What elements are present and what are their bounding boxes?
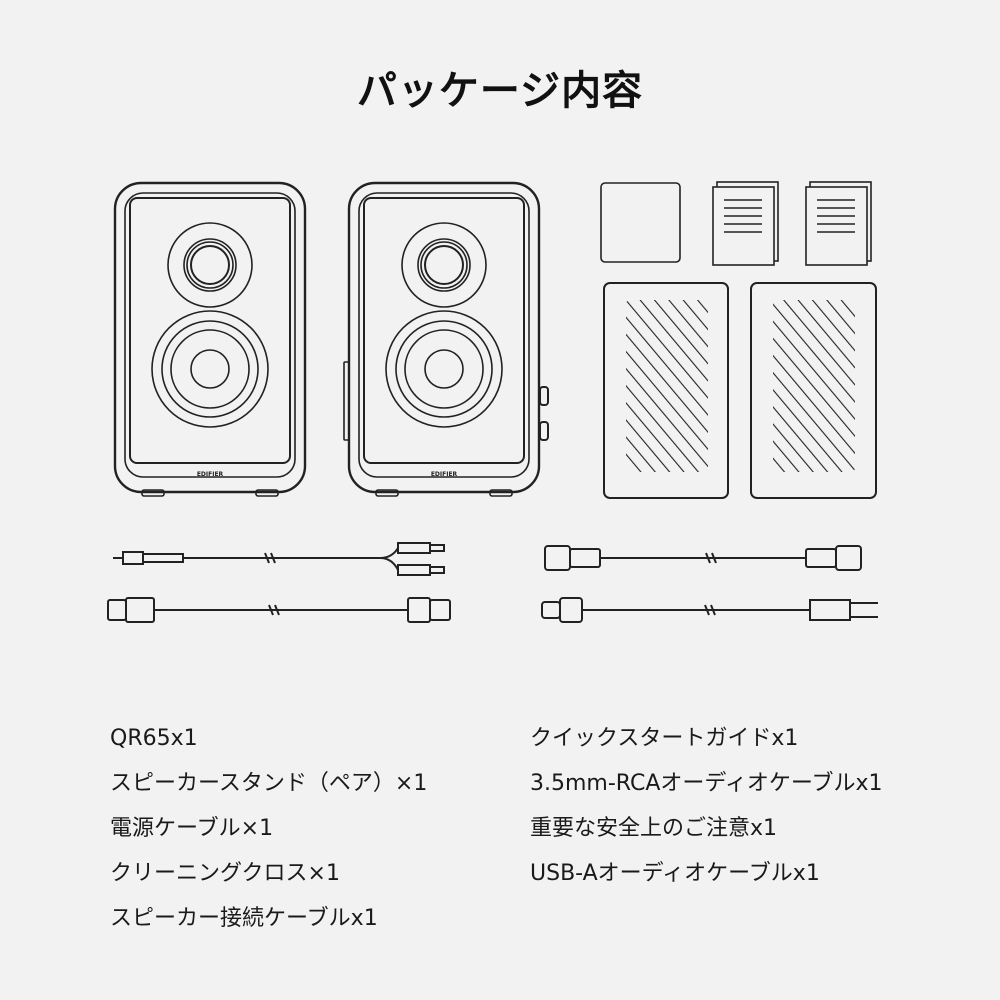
list-item: クリーニングクロス×1 (110, 861, 340, 886)
brand-logo: EDIFIER (197, 471, 224, 478)
list-item: スピーカー接続ケーブルx1 (110, 906, 378, 931)
page-title: パッケージ内容 (356, 68, 644, 114)
list-item: QR65x1 (110, 726, 198, 751)
list-item: 電源ケーブル×1 (110, 816, 274, 841)
brand-logo: EDIFIER (431, 471, 458, 478)
list-item: クイックスタートガイドx1 (530, 726, 799, 751)
contents-list-left: QR65x1 スピーカースタンド（ペア）×1 電源ケーブル×1 クリーニングクロ… (110, 716, 427, 941)
speaker-right: EDIFIER (343, 181, 549, 498)
list-item: スピーカースタンド（ペア）×1 (110, 771, 428, 796)
power-cable (541, 597, 878, 623)
quick-start-guide (712, 181, 779, 266)
speaker-stand-left (603, 282, 729, 499)
list-item: 重要な安全上のご注意x1 (530, 816, 778, 841)
list-item: USB-Aオーディオケーブルx1 (530, 861, 820, 886)
usb-a-cable (107, 597, 451, 623)
contents-list-right: クイックスタートガイドx1 3.5mm-RCAオーディオケーブルx1 重要な安全… (530, 716, 883, 896)
speaker-left: EDIFIER (113, 181, 307, 498)
list-item: 3.5mm-RCAオーディオケーブルx1 (530, 771, 883, 796)
speaker-stand-right (750, 282, 877, 499)
rca-cable (113, 542, 445, 576)
cleaning-cloth (600, 182, 681, 263)
speaker-connection-cable (544, 545, 862, 571)
safety-notice (805, 181, 872, 266)
